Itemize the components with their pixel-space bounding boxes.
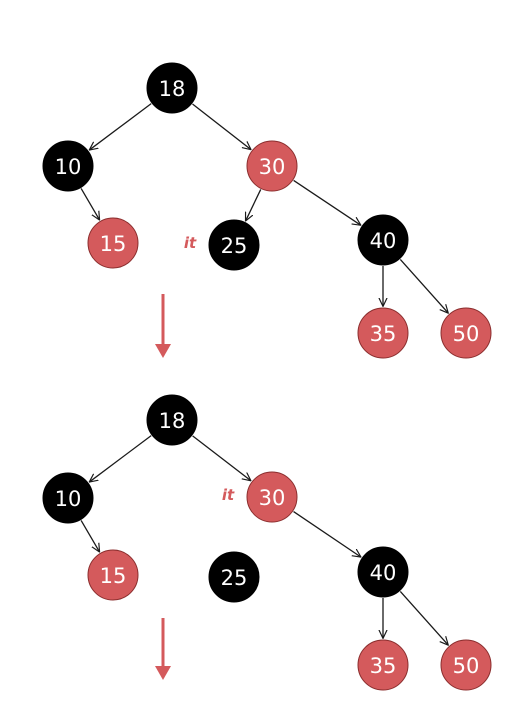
tree-node-30: 30 [246,471,298,523]
tree-edge-30-to-40 [293,511,361,557]
node-value-label: 50 [453,322,480,346]
red-node-circle [357,307,409,359]
tree-node-40: 40 [357,546,409,598]
tree-edge-10-to-15 [80,520,99,551]
red-node-circle [357,639,409,691]
black-node-circle [42,140,94,192]
node-value-label: 40 [370,561,397,585]
step-arrow-head [155,666,171,680]
red-node-circle [440,307,492,359]
node-value-label: 30 [259,486,286,510]
node-value-label: 10 [55,487,82,511]
black-node-circle [42,472,94,524]
black-node-circle [357,214,409,266]
node-value-label: 15 [100,564,127,588]
node-value-label: 50 [453,654,480,678]
red-node-circle [246,140,298,192]
black-node-circle [208,219,260,271]
node-value-label: 25 [221,566,248,590]
black-node-circle [146,394,198,446]
tree-node-30: 30 [246,140,298,192]
tree-node-35: 35 [357,639,409,691]
tree-node-18: 18 [146,394,198,446]
tree-edge-18-to-30 [192,435,251,481]
tree-node-15: 15 [87,549,139,601]
tree-edge-40-to-50 [399,590,448,644]
iterator-label: it [222,486,235,504]
node-value-label: 35 [370,322,397,346]
tree-node-10: 10 [42,140,94,192]
tree-edge-18-to-10 [90,435,152,482]
tree-node-25: 25 [208,219,260,271]
tree-node-10: 10 [42,472,94,524]
node-value-label: 18 [159,409,186,433]
node-value-label: 40 [370,229,397,253]
red-node-circle [87,549,139,601]
red-node-circle [87,217,139,269]
tree-node-18: 18 [146,62,198,114]
black-node-circle [208,551,260,603]
iterator-label: it [184,234,197,252]
tree-node-50: 50 [440,639,492,691]
tree-edge-10-to-15 [80,188,99,219]
tree-edge-30-to-40 [293,179,361,225]
tree-edge-18-to-30 [192,103,251,149]
tree-edge-18-to-10 [90,103,152,150]
black-node-circle [146,62,198,114]
tree-node-15: 15 [87,217,139,269]
tree-edge-30-to-25 [246,189,262,220]
black-node-circle [357,546,409,598]
step-arrow-1 [155,294,171,358]
tree-node-50: 50 [440,307,492,359]
tree-node-40: 40 [357,214,409,266]
node-value-label: 18 [159,77,186,101]
node-value-label: 25 [221,234,248,258]
node-value-label: 10 [55,155,82,179]
tree-node-35: 35 [357,307,409,359]
step-arrow-2 [155,618,171,680]
red-node-circle [246,471,298,523]
tree-edge-40-to-50 [399,258,448,312]
node-value-label: 15 [100,232,127,256]
node-value-label: 35 [370,654,397,678]
tree-node-25: 25 [208,551,260,603]
red-node-circle [440,639,492,691]
step-arrow-head [155,344,171,358]
node-value-label: 30 [259,155,286,179]
